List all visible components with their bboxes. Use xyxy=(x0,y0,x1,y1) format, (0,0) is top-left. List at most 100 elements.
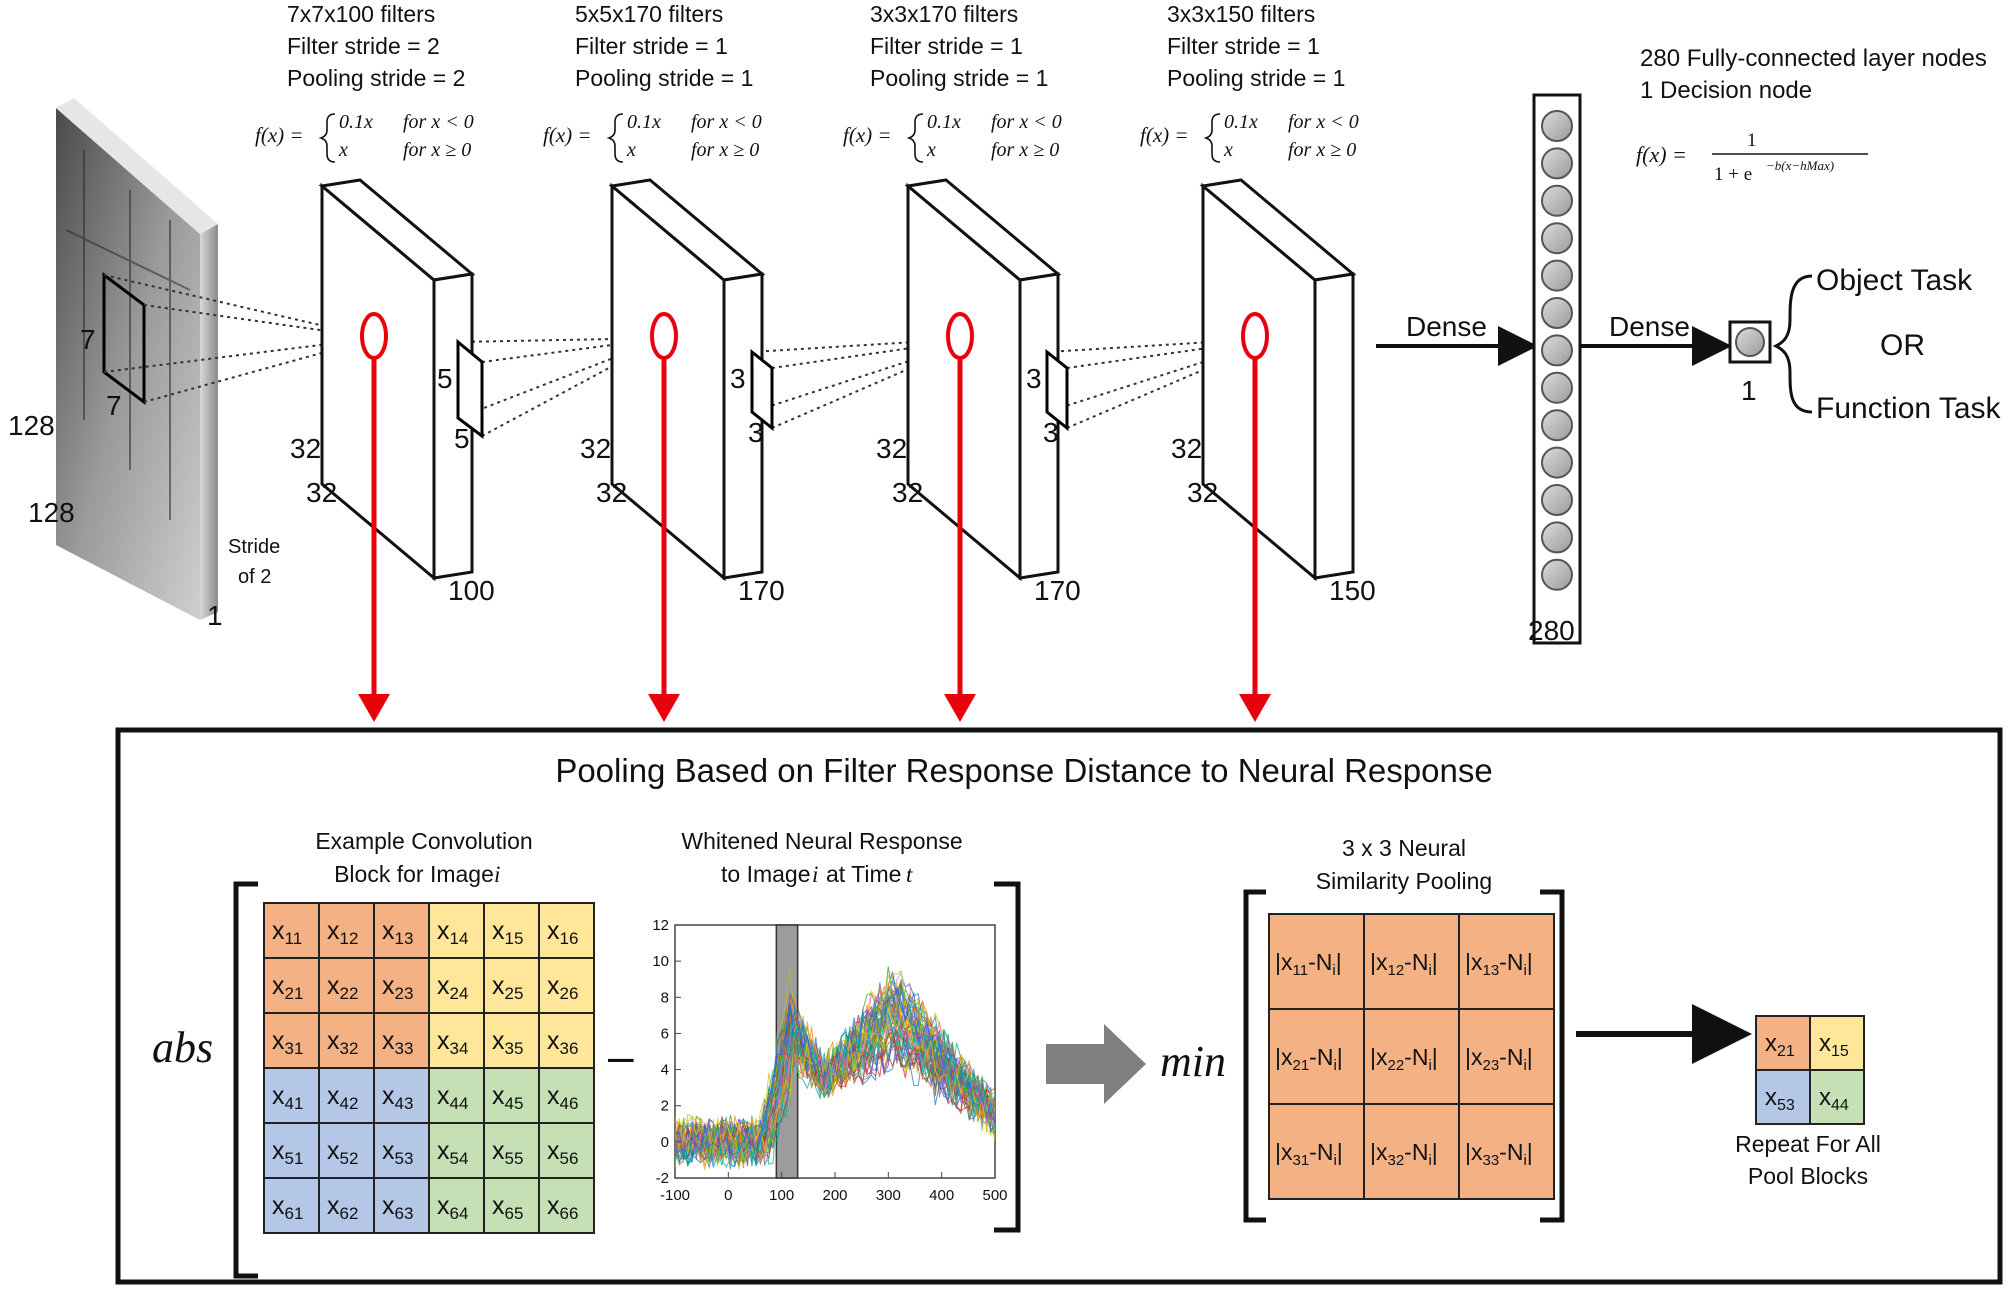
conv-cell: x66 xyxy=(538,1177,595,1234)
conv-cell: x11 xyxy=(263,902,320,959)
result-cell: x21 xyxy=(1755,1015,1811,1071)
neural-title-1: Whitened Neural Response xyxy=(681,828,962,854)
activation-lhs: f(x) = xyxy=(843,123,892,147)
conv-cell: x12 xyxy=(318,902,375,959)
block-size-b: 32 xyxy=(892,477,923,508)
sim-cell-label: |x22-Ni| xyxy=(1370,1044,1438,1074)
block-size-b: 32 xyxy=(1187,477,1218,508)
conv-cell: x45 xyxy=(483,1067,540,1124)
abs-bracket-left xyxy=(233,881,258,1279)
sigmoid-den: 1 + e xyxy=(1714,164,1752,185)
conv-cell: x25 xyxy=(483,957,540,1014)
activation-case2-cond: for x ≥ 0 xyxy=(1288,139,1356,161)
fc-desc-2: 1 Decision node xyxy=(1640,77,1812,104)
receptive-field-marker xyxy=(360,312,388,360)
block-size-b: 32 xyxy=(306,477,337,508)
fc-node xyxy=(1541,222,1573,255)
conv-cell: x55 xyxy=(483,1122,540,1179)
conv-cell: x23 xyxy=(373,957,430,1014)
repeat-label-1: Repeat For All xyxy=(1735,1131,1881,1157)
activation-brace xyxy=(1203,113,1221,163)
activation-case1-val: 0.1x xyxy=(627,111,661,133)
conv-cell-label: x51 xyxy=(272,1137,303,1168)
y-tick-label: 12 xyxy=(652,917,669,934)
conv-cell: x41 xyxy=(263,1067,320,1124)
response-trace xyxy=(675,1008,995,1167)
x-tick-label: 200 xyxy=(822,1187,847,1204)
conv-cell: x16 xyxy=(538,902,595,959)
result-cell-label: x53 xyxy=(1765,1084,1795,1114)
y-tick-label: 6 xyxy=(661,1025,669,1042)
conv-title-2: Block for Image xyxy=(334,861,494,887)
input-kernel-h: 7 xyxy=(80,324,96,355)
activation-case1-val: 0.1x xyxy=(1224,111,1258,133)
conv-cell: x22 xyxy=(318,957,375,1014)
conv-cell: x43 xyxy=(373,1067,430,1124)
layer-filters: 7x7x100 filters xyxy=(287,1,435,27)
conv-cell: x26 xyxy=(538,957,595,1014)
fc-node xyxy=(1541,558,1573,591)
sim-cell-label: |x11-Ni| xyxy=(1275,949,1342,979)
fc-node xyxy=(1541,184,1573,217)
activation-lhs: f(x) = xyxy=(255,123,304,147)
red-arrow-4 xyxy=(1239,358,1271,722)
response-trace xyxy=(675,991,995,1168)
process-arrow xyxy=(1046,1024,1146,1104)
conv-cell: x34 xyxy=(428,1012,485,1069)
fc-node xyxy=(1541,446,1573,479)
input-photo-face xyxy=(56,108,200,620)
conv-block-side xyxy=(1313,272,1355,580)
activation-case2-val: x xyxy=(1223,139,1233,161)
conv-cell-label: x53 xyxy=(382,1137,413,1168)
conv-cell: x44 xyxy=(428,1067,485,1124)
fc-nodes-label: 280 xyxy=(1528,615,1575,646)
stride-label-1: Stride xyxy=(228,536,280,558)
fc-node xyxy=(1541,484,1573,516)
conv-cell: x32 xyxy=(318,1012,375,1069)
min-bracket-right xyxy=(1540,889,1565,1223)
fc-node xyxy=(1541,334,1573,367)
fc-node xyxy=(1541,110,1573,142)
conv-cell: x46 xyxy=(538,1067,595,1124)
sim-cell: |x12-Ni| xyxy=(1363,913,1460,1010)
sim-cell: |x31-Ni| xyxy=(1268,1103,1365,1200)
kernel-window-2 xyxy=(456,338,484,439)
block-size-a: 32 xyxy=(290,433,321,464)
sim-cell: |x13-Ni| xyxy=(1458,913,1555,1010)
x-tick-label: 300 xyxy=(876,1187,901,1204)
layer-pool-stride: Pooling stride = 1 xyxy=(1167,65,1345,91)
block-depth: 170 xyxy=(1034,575,1081,606)
conv-cell: x33 xyxy=(373,1012,430,1069)
result-cell-label: x44 xyxy=(1819,1084,1849,1114)
x-tick-label: 400 xyxy=(929,1187,954,1204)
input-photo-top xyxy=(56,98,218,234)
y-tick-label: 4 xyxy=(661,1062,669,1079)
sigmoid-exp: −b(x−hMax) xyxy=(1766,158,1834,173)
activation-brace xyxy=(906,113,924,163)
neural-title-2a: to Image xyxy=(721,861,811,887)
response-trace xyxy=(675,1016,995,1160)
x-tick-label: 100 xyxy=(769,1187,794,1204)
y-tick-label: 8 xyxy=(661,989,669,1006)
activation-case2-cond: for x ≥ 0 xyxy=(403,139,471,161)
block-depth: 100 xyxy=(448,575,495,606)
conv-cell: x64 xyxy=(428,1177,485,1234)
block-size-a: 32 xyxy=(1171,433,1202,464)
activation-lhs: f(x) = xyxy=(1140,123,1189,147)
input-kernel-w: 7 xyxy=(106,390,122,421)
similarity-matrix: |x11-Ni| |x12-Ni||x13-Ni| |x21-Ni| |x22-Ni|… xyxy=(1268,913,1555,1200)
receptive-field-marker xyxy=(650,312,678,360)
sim-cell-label: |x21-Ni| xyxy=(1275,1044,1343,1074)
layer-filters: 3x3x150 filters xyxy=(1167,1,1315,27)
sigmoid-lhs: f(x) = xyxy=(1636,142,1687,167)
conv-cell-label: x13 xyxy=(382,917,413,948)
activation-case1-cond: for x < 0 xyxy=(1288,111,1359,133)
neural-title-2-i: i xyxy=(812,862,818,887)
task-or: OR xyxy=(1880,329,1925,362)
kernel-window-3 xyxy=(750,348,774,432)
